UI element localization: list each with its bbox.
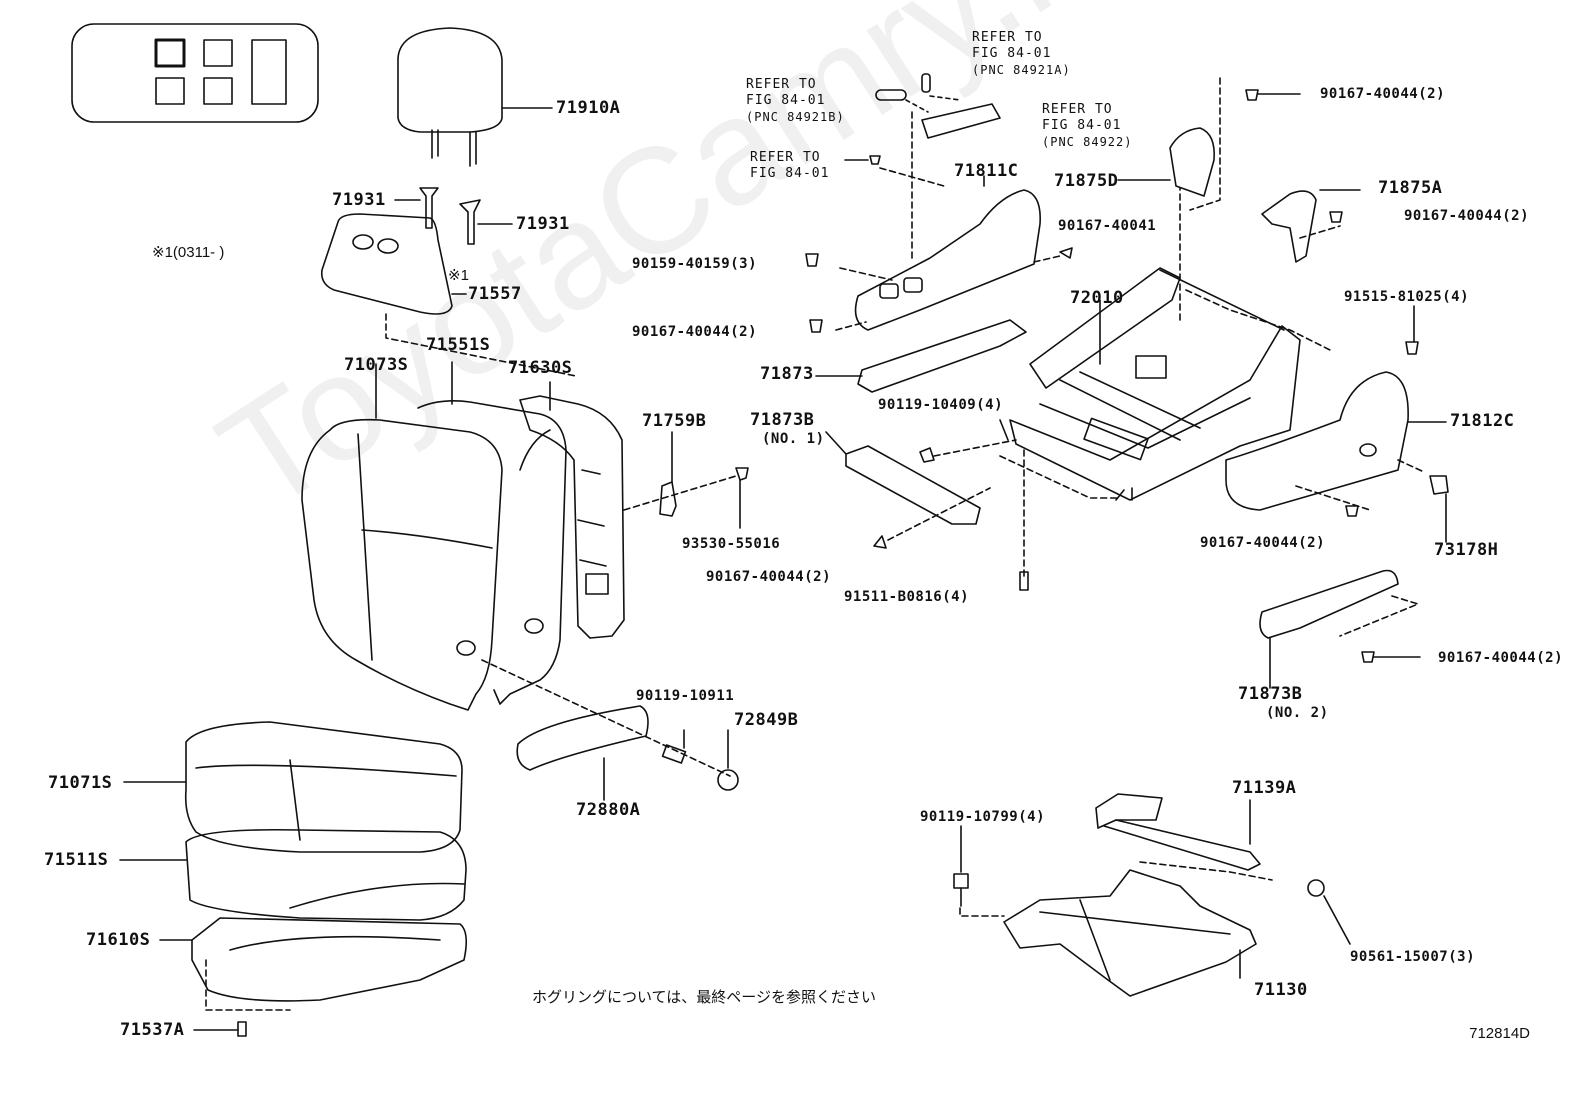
clip-drawings <box>844 73 1001 261</box>
part-label-90167-40044-d[interactable]: 90167-40044(2) <box>1200 535 1326 551</box>
part-label-73178H[interactable]: 73178H <box>1434 540 1499 560</box>
refer-note-84921B-line1: REFER TO <box>746 77 817 92</box>
part-label-90167-40044-c[interactable]: 90167-40044(2) <box>1404 208 1530 224</box>
seat-switch-panel-drawing <box>71 23 319 123</box>
rail-cover-71873-drawing <box>815 319 1027 393</box>
refer-note-84921A[interactable]: REFER TO FIG 84-01 (PNC 84921A) <box>972 30 1071 78</box>
part-label-71759B[interactable]: 71759B <box>642 411 707 431</box>
refer-note-84921B[interactable]: REFER TO FIG 84-01 (PNC 84921B) <box>746 77 845 125</box>
part-label-90561-15007[interactable]: 90561-15007(3) <box>1350 949 1476 965</box>
part-label-93530-55016[interactable]: 93530-55016 <box>682 536 781 552</box>
guide-drawings <box>320 187 513 315</box>
refer-note-84921A-line3: (PNC 84921A) <box>972 63 1071 77</box>
part-label-90119-10799[interactable]: 90119-10799(4) <box>920 809 1046 825</box>
refer-note-84921A-line2: FIG 84-01 <box>972 46 1052 61</box>
part-label-90167-40044-e[interactable]: 90167-40044(2) <box>1438 650 1564 666</box>
part-label-71139A[interactable]: 71139A <box>1232 778 1297 798</box>
part-label-71910A[interactable]: 71910A <box>556 98 621 118</box>
part-label-71071S[interactable]: 71071S <box>48 773 113 793</box>
part-label-71873B-no2-qualifier: (NO. 2) <box>1266 705 1329 721</box>
part-label-71931-left[interactable]: 71931 <box>332 190 386 210</box>
headrest-drawing <box>397 27 553 167</box>
part-label-71875A[interactable]: 71875A <box>1378 178 1443 198</box>
armrest-drawing <box>481 659 739 801</box>
sheet-id: 712814D <box>1469 1025 1530 1042</box>
part-label-72849B[interactable]: 72849B <box>734 710 799 730</box>
part-label-90167-40044-b[interactable]: 90167-40044(2) <box>632 324 758 340</box>
lever-drawing <box>623 431 749 529</box>
refer-note-84-01-line1: REFER TO <box>750 150 821 165</box>
seat-adjuster-frame-drawing <box>919 267 1331 591</box>
part-label-71875D[interactable]: 71875D <box>1054 171 1119 191</box>
part-label-90159-40159[interactable]: 90159-40159(3) <box>632 256 758 272</box>
part-label-71873B-no1-qualifier: (NO. 1) <box>762 431 825 447</box>
part-label-72010[interactable]: 72010 <box>1070 288 1124 308</box>
rail-cover-71873B-no2-drawing <box>1259 569 1421 689</box>
part-label-71511S[interactable]: 71511S <box>44 850 109 870</box>
refer-note-84922-line1: REFER TO <box>1042 102 1113 117</box>
refer-note-84921B-line3: (PNC 84921B) <box>746 110 845 124</box>
refer-note-84921A-line1: REFER TO <box>972 30 1043 45</box>
range-note-mark: ※1 <box>152 244 173 261</box>
part-label-71873B-no1[interactable]: 71873B <box>750 410 815 430</box>
part-label-90167-40044-a[interactable]: 90167-40044(2) <box>706 569 832 585</box>
part-label-90167-40044-top[interactable]: 90167-40044(2) <box>1320 86 1446 102</box>
hog-ring-footnote: ホグリングについては、最終ページを参照ください <box>532 988 876 1006</box>
part-label-90119-10409[interactable]: 90119-10409(4) <box>878 397 1004 413</box>
part-label-72880A[interactable]: 72880A <box>576 800 641 820</box>
bracket-drawings <box>1117 77 1419 355</box>
part-label-90119-10911[interactable]: 90119-10911 <box>636 688 735 704</box>
part-label-71873B-no2[interactable]: 71873B <box>1238 684 1303 704</box>
part-label-71537A[interactable]: 71537A <box>120 1020 185 1040</box>
part-label-90167-40041[interactable]: 90167-40041 <box>1058 218 1157 234</box>
side-cover-71812C-drawing <box>1225 371 1449 543</box>
lower-frame-drawing <box>953 793 1351 997</box>
refer-note-84922[interactable]: REFER TO FIG 84-01 (PNC 84922) <box>1042 102 1132 150</box>
refer-note-84-01[interactable]: REFER TO FIG 84-01 <box>750 150 829 182</box>
seat-back-drawing <box>301 313 625 711</box>
part-label-91511-B0816[interactable]: 91511-B0816(4) <box>844 589 970 605</box>
range-note-text: (0311- ) <box>172 244 225 261</box>
refer-note-84921B-line2: FIG 84-01 <box>746 93 826 108</box>
footnote-mark-71557: ※1 <box>448 267 469 284</box>
part-label-71931-right[interactable]: 71931 <box>516 214 570 234</box>
part-label-71873[interactable]: 71873 <box>760 364 814 384</box>
side-cover-71811C-drawing <box>805 175 1073 333</box>
part-label-91515-81025[interactable]: 91515-81025(4) <box>1344 289 1470 305</box>
rail-cover-71873B-no1-drawing <box>825 431 991 549</box>
part-label-71551S[interactable]: 71551S <box>426 335 491 355</box>
part-label-71130[interactable]: 71130 <box>1254 980 1308 1000</box>
part-label-71630S[interactable]: 71630S <box>508 358 573 378</box>
seat-cushion-drawing <box>119 721 468 1037</box>
refer-note-84922-line3: (PNC 84922) <box>1042 135 1133 149</box>
range-note: ※1(0311- ) <box>152 245 224 260</box>
part-label-71557[interactable]: 71557 <box>468 284 522 304</box>
refer-note-84-01-line2: FIG 84-01 <box>750 166 830 181</box>
part-label-71610S[interactable]: 71610S <box>86 930 151 950</box>
part-label-71812C[interactable]: 71812C <box>1450 411 1515 431</box>
part-label-71073S[interactable]: 71073S <box>344 355 409 375</box>
refer-note-84922-line2: FIG 84-01 <box>1042 118 1122 133</box>
part-label-71811C[interactable]: 71811C <box>954 161 1019 181</box>
